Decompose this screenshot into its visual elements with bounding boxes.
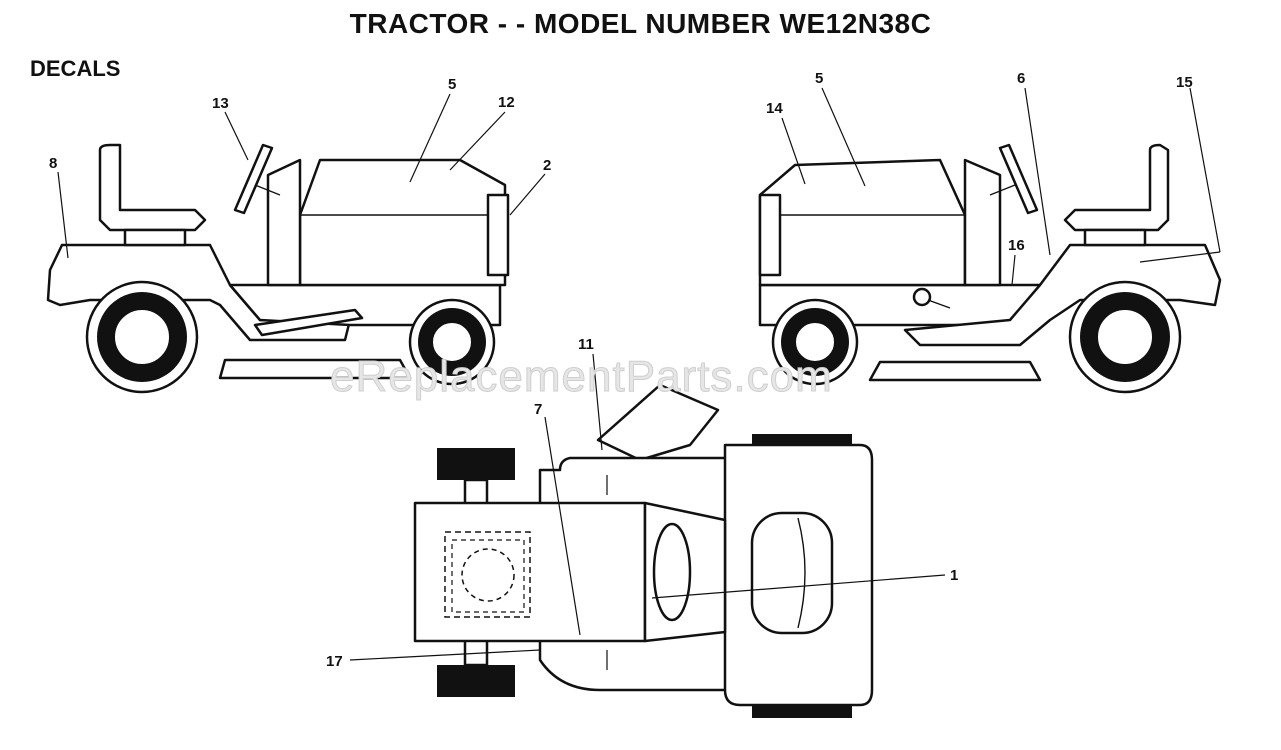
right-hood	[758, 158, 967, 287]
section-label: DECALS	[30, 56, 121, 81]
callout-5-left: 5	[448, 76, 456, 93]
callout-11: 11	[578, 336, 594, 353]
leader-lines	[57, 87, 1221, 661]
callout-13: 13	[212, 95, 229, 112]
left-side-tractor	[46, 143, 510, 394]
callout-numbers: 8 13 5 12 2 14 5 6 15 16 11 7 1 17	[49, 70, 1193, 670]
callout-1: 1	[950, 567, 958, 584]
right-rear-fender	[903, 243, 1222, 347]
discharge-chute	[596, 383, 720, 462]
callout-14: 14	[766, 100, 783, 117]
right-steering-wheel	[998, 143, 1039, 215]
callout-5-right: 5	[815, 70, 823, 87]
top-front-tire-lower	[437, 665, 515, 697]
left-dash	[266, 158, 302, 287]
top-seat	[750, 511, 834, 635]
left-hood	[298, 158, 507, 287]
right-dash	[963, 158, 1002, 287]
right-mower-deck	[868, 360, 1042, 382]
left-steering-wheel	[233, 143, 274, 215]
callout-15: 15	[1176, 74, 1193, 91]
diagram-title: TRACTOR - - MODEL NUMBER WE12N38C	[349, 8, 932, 39]
callout-16: 16	[1008, 237, 1025, 254]
callout-6: 6	[1017, 70, 1025, 87]
callout-12: 12	[498, 94, 515, 111]
callout-17: 17	[326, 653, 343, 670]
callout-7: 7	[534, 401, 542, 418]
callout-2: 2	[543, 157, 551, 174]
right-grille	[758, 193, 782, 277]
top-view-tractor	[413, 383, 874, 718]
top-front-tire-upper	[437, 448, 515, 480]
right-seat	[1063, 143, 1170, 232]
left-mower-deck	[218, 358, 412, 380]
right-side-tractor	[758, 143, 1222, 394]
left-grille	[486, 193, 510, 277]
callout-8: 8	[49, 155, 57, 172]
left-seat	[98, 143, 207, 232]
left-rear-fender	[46, 243, 352, 342]
